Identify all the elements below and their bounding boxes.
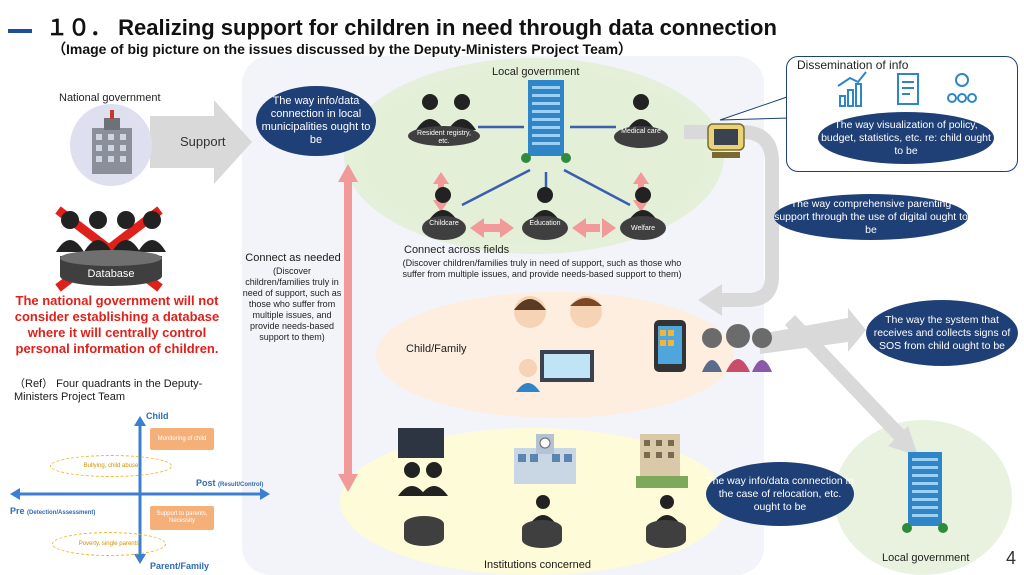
child-family-label: Child/Family — [406, 343, 467, 355]
idea-icon — [955, 73, 969, 87]
registry-label: Resident registry, etc. — [417, 130, 471, 145]
institution-pedestal-2 — [522, 520, 562, 548]
axis-post-sub: (Result/Control) — [218, 482, 264, 488]
axis-post-label: Post — [196, 478, 216, 488]
reference-title: （Ref） Four quadrants in the Deputy-Minis… — [14, 378, 203, 403]
support-arrow — [150, 100, 252, 184]
local-info-bubble: The way info/data connection in local mu… — [256, 86, 376, 156]
axis-pre-label: Pre — [10, 506, 25, 516]
childcare-pedestal — [422, 216, 466, 240]
building-icon — [92, 110, 132, 174]
local-building-bottom-icon — [902, 452, 948, 533]
chart-icon — [839, 95, 846, 107]
box-monitoring: Monitoring of child — [150, 428, 214, 450]
medical-pedestal — [614, 126, 668, 148]
school-icon — [514, 434, 576, 484]
institution-pedestal-3 — [646, 520, 686, 548]
institution-office-icon — [398, 428, 448, 496]
axis-post: Post (Result/Control) — [196, 478, 263, 488]
local-building-icon — [521, 80, 571, 163]
axis-parent-family: Parent/Family — [150, 561, 210, 571]
apartment-icon — [636, 434, 688, 488]
comprehensive-support-bubble: The way comprehensive parenting support … — [774, 194, 968, 240]
local-government-bottom-label: Local government — [882, 552, 970, 564]
title-accent-bar — [8, 29, 32, 33]
data-icons — [837, 71, 977, 107]
smartphone-icon — [654, 320, 686, 372]
national-warning: The national government will not conside… — [14, 293, 220, 356]
oval-poverty: Poverty, single parents — [52, 532, 166, 556]
page-subtitle: （Image of big picture on the issues disc… — [52, 41, 633, 57]
relocation-bubble: The way info/data connection in the case… — [706, 462, 854, 526]
local-government-label: Local government — [492, 66, 580, 78]
institutions-label: Institutions concerned — [484, 559, 592, 571]
axis-child: Child — [146, 411, 169, 421]
pink-arrows — [338, 164, 649, 492]
medical-label: Medical care — [621, 128, 661, 135]
childcare-label: Childcare — [429, 220, 459, 227]
education-label: Education — [529, 220, 561, 227]
network-lines — [461, 125, 631, 207]
children-icon — [702, 324, 772, 372]
national-government-label: National government — [59, 92, 161, 104]
dissemination-bubble: The way visualization of policy, budget,… — [818, 112, 994, 164]
connect-fields-block: Connect across fields — [404, 244, 694, 256]
page-title: １０． Realizing support for children in ne… — [46, 15, 777, 40]
computer-icon — [707, 123, 745, 158]
education-pedestal — [522, 216, 568, 240]
connect-fields-detail: (Discover children/families truly in nee… — [402, 258, 682, 279]
institution-pedestal-1 — [404, 516, 444, 546]
database-label: Database — [87, 268, 135, 280]
registry-pedestal — [408, 126, 480, 146]
oval-bullying: Bullying, child abuse — [50, 455, 172, 477]
dissemination-title: Dissemination of info — [797, 58, 909, 72]
connect-needed-detail: (Discover children/families truly in nee… — [242, 266, 342, 342]
box-support-parents: Support to parents, Necessity — [150, 506, 214, 530]
axis-pre: Pre (Detection/Assessment) — [10, 506, 95, 516]
family-faces-icon — [514, 296, 602, 328]
support-label: Support — [180, 134, 226, 149]
sos-bubble: The way the system that receives and col… — [866, 300, 1018, 366]
axis-pre-sub: (Detection/Assessment) — [27, 510, 96, 516]
welfare-label: Welfare — [631, 225, 655, 232]
database-top — [60, 250, 162, 266]
people-group-icon — [56, 211, 166, 252]
welfare-pedestal — [620, 216, 666, 240]
connect-needed-title: Connect as needed — [245, 252, 341, 264]
document-icon — [897, 73, 919, 105]
online-consultation-icon — [516, 350, 594, 392]
connect-fields-title: Connect across fields — [404, 244, 510, 256]
page-number: 4 — [1006, 548, 1017, 568]
